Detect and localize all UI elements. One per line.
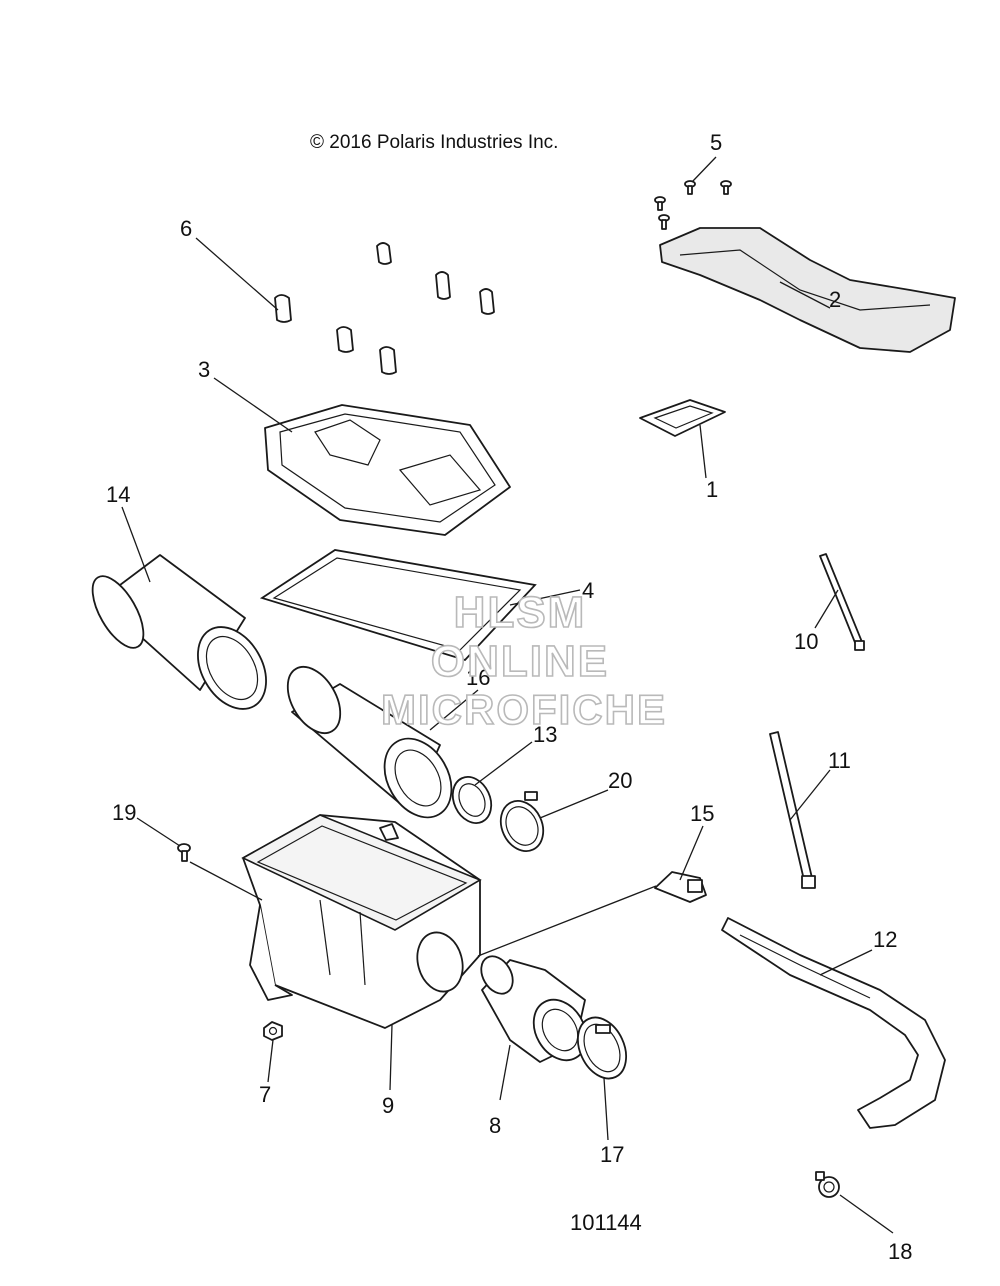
callout-17: 17 xyxy=(600,1142,624,1167)
part-19-screw xyxy=(177,843,191,862)
callout-10: 10 xyxy=(794,629,818,654)
watermark-line-3: MICROFICHE xyxy=(381,686,667,733)
callout-15: 15 xyxy=(690,801,714,826)
part-20-clamp xyxy=(499,791,545,852)
part-18-clip xyxy=(815,1171,840,1198)
part-1-plate xyxy=(639,399,726,437)
part-11-tie-strap xyxy=(769,731,816,889)
part-12-drain-hose xyxy=(721,917,946,1129)
part-6-clips xyxy=(274,242,495,375)
callout-8: 8 xyxy=(489,1113,501,1138)
callout-5: 5 xyxy=(710,130,722,155)
callout-19: 19 xyxy=(112,800,136,825)
callout-18: 18 xyxy=(888,1239,912,1264)
part-5-screws xyxy=(654,180,732,230)
callout-11: 11 xyxy=(828,748,851,773)
watermark: HLSM ONLINE MICROFICHE xyxy=(380,587,667,734)
part-15-drain-valve xyxy=(654,871,707,903)
part-13-ring xyxy=(451,776,493,824)
part-17-clamp xyxy=(577,1016,627,1080)
callout-6: 6 xyxy=(180,216,192,241)
leader-lines xyxy=(121,156,894,1234)
part-16-air-filter xyxy=(286,666,453,819)
part-14-prefilter-sleeve xyxy=(91,554,267,710)
part-4-gasket xyxy=(259,549,537,662)
callout-9: 9 xyxy=(382,1093,394,1118)
callout-13: 13 xyxy=(533,722,557,747)
callout-1: 1 xyxy=(706,477,718,502)
callout-20: 20 xyxy=(608,768,632,793)
callout-7: 7 xyxy=(259,1082,271,1107)
watermark-line-2: ONLINE xyxy=(431,637,609,686)
part-8-outlet-boot xyxy=(480,955,588,1063)
callout-2: 2 xyxy=(829,287,841,312)
part-2-intake-duct xyxy=(659,227,956,353)
callout-16: 16 xyxy=(466,665,490,690)
document-number: 101144 xyxy=(570,1210,642,1235)
part-3-airbox-cover xyxy=(264,404,511,536)
callout-12: 12 xyxy=(873,927,897,952)
watermark-line-1: HLSM xyxy=(454,588,587,637)
part-9-airbox-base xyxy=(241,814,482,1029)
callout-labels: 1 2 3 4 5 6 7 8 9 10 11 12 13 14 15 16 1… xyxy=(106,130,912,1264)
part-7-nut xyxy=(263,1021,283,1041)
copyright-text: © 2016 Polaris Industries Inc. xyxy=(310,132,558,153)
part-10-tie-strap xyxy=(819,553,865,651)
callout-4: 4 xyxy=(582,578,594,603)
callout-14: 14 xyxy=(106,482,130,507)
callout-3: 3 xyxy=(198,357,210,382)
